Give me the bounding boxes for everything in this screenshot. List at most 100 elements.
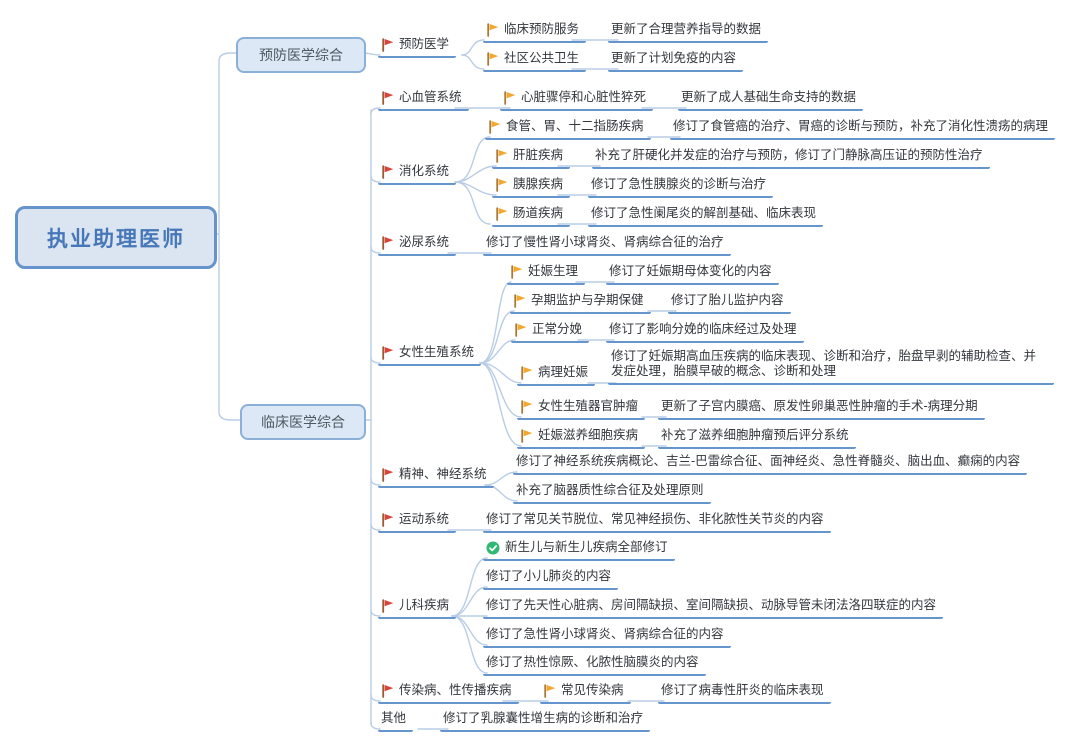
subtopic-label: 临床预防服务 [504,22,580,36]
detail-text: 修订了妊娠期母体变化的内容 [609,264,772,278]
topic-label: 儿科疾病 [399,598,450,612]
red-flag-icon [381,90,394,105]
yellow-flag-icon [495,148,508,163]
detail-delivery-process: 修订了影响分娩的临床经过及处理 [606,322,804,343]
topic-label: 预防医学 [399,37,450,51]
subtopic-pancreatic-disease: 胰腺疾病 [492,177,571,198]
detail-viral-hepatitis: 修订了病毒性肝炎的临床表现 [658,683,831,704]
subtopic-label: 妊娠滋养细胞疾病 [538,428,639,442]
red-flag-icon [381,467,394,482]
detail-endometrial-cancer: 更新了子宫内膜癌、原发性卵巢恶性肿瘤的手术-病理分期 [658,399,985,420]
detail-text: 修订了妊娠期高血压疾病的临床表现、诊断和治疗，胎盘早剥的辅助检查、并发症处理，胎… [611,349,1037,378]
detail-congenital-heart-disease: 修订了先天性心脏病、房间隔缺损、室间隔缺损、动脉导管未闭法洛四联症的内容 [483,598,944,619]
yellow-flag-icon [543,683,556,698]
subtopic-gestational-trophoblastic-disease: 妊娠滋养细胞疾病 [517,428,646,449]
detail-text: 更新了计划免疫的内容 [611,51,737,65]
subtopic-label: 食管、胃、十二指肠疾病 [506,119,644,133]
yellow-flag-icon [520,399,533,414]
subtopic-normal-delivery: 正常分娩 [511,322,590,343]
red-flag-icon [381,235,394,250]
detail-trophoblastic-scoring: 补充了滋养细胞肿瘤预后评分系统 [658,428,856,449]
topic-female-reproductive-system: 女性生殖系统 [378,345,482,366]
subtopic-label: 常见传染病 [561,683,624,697]
branch-label: 临床医学综合 [261,414,345,430]
detail-breast-cystic-hyperplasia: 修订了乳腺囊性增生病的诊断和治疗 [440,711,651,732]
topic-label: 女性生殖系统 [399,345,475,359]
subtopic-cardiac-arrest: 心脏骤停和心脏性猝死 [500,90,654,111]
subtopic-common-infectious-diseases: 常见传染病 [540,683,631,704]
topic-motor-system: 运动系统 [378,512,457,533]
subtopic-esophagus-stomach-duodenum: 食管、胃、十二指肠疾病 [485,119,651,140]
yellow-flag-icon [514,322,527,337]
subtopic-label: 肝脏疾病 [513,148,564,162]
detail-cirrhosis: 补充了肝硬化并发症的治疗与预防，修订了门静脉高压证的预防性治疗 [592,148,990,169]
detail-text: 更新了成人基础生命支持的数据 [681,90,857,104]
detail-text: 补充了肝硬化并发症的治疗与预防，修订了门静脉高压证的预防性治疗 [595,148,983,162]
detail-text: 修订了常见关节脱位、常见神经损伤、非化脓性关节炎的内容 [486,512,824,526]
detail-text: 更新了合理营养指导的数据 [611,22,762,36]
detail-pediatric-pneumonia: 修订了小儿肺炎的内容 [483,569,619,590]
detail-acute-pancreatitis: 修订了急性胰腺炎的诊断与治疗 [588,177,774,198]
detail-text: 修订了急性阑尾炎的解剖基础、临床表现 [591,206,817,220]
branch-clinical-medicine: 临床医学综合 [240,404,366,440]
detail-acute-glomerulonephritis: 修订了急性肾小球肾炎、肾病综合征的内容 [483,627,731,648]
subtopic-label: 病理妊娠 [538,365,589,379]
topic-pediatric-diseases: 儿科疾病 [378,598,457,619]
topic-label: 心血管系统 [399,90,462,104]
yellow-flag-icon [520,428,533,443]
detail-text: 修订了食管癌的治疗、胃癌的诊断与预防，补充了消化性溃疡的病理 [673,119,1049,133]
detail-text: 补充了滋养细胞肿瘤预后评分系统 [661,428,849,442]
topic-label: 传染病、性传播疾病 [399,683,512,697]
detail-text: 补充了脑器质性综合征及处理原则 [516,483,704,497]
yellow-flag-icon [510,264,523,279]
detail-esophageal-cancer: 修订了食管癌的治疗、胃癌的诊断与预防，补充了消化性溃疡的病理 [670,119,1056,140]
topic-label: 消化系统 [399,164,450,178]
detail-chronic-glomerulonephritis: 修订了慢性肾小球肾炎、肾病综合征的治疗 [483,235,731,256]
yellow-flag-icon [486,51,499,66]
detail-nervous-system-overview: 修订了神经系统疾病概论、吉兰-巴雷综合征、面神经炎、急性脊髓炎、脑出血、癫痫的内… [513,454,1028,475]
subtopic-label: 女性生殖器官肿瘤 [538,399,639,413]
topic-label: 精神、神经系统 [399,467,487,481]
subtopic-label: 胰腺疾病 [513,177,564,191]
root-label: 执业助理医师 [47,227,185,251]
detail-text: 修订了胎儿监护内容 [671,293,784,307]
subtopic-prenatal-care: 孕期监护与孕期保健 [510,293,651,314]
root-node: 执业助理医师 [15,206,217,269]
yellow-flag-icon [495,206,508,221]
subtopic-label: 孕期监护与孕期保健 [531,293,644,307]
detail-text: 修订了乳腺囊性增生病的诊断和治疗 [443,711,644,725]
detail-text: 修订了热性惊厥、化脓性脑膜炎的内容 [486,655,699,669]
branch-label: 预防医学综合 [259,47,343,63]
yellow-flag-icon [513,293,526,308]
detail-brain-organic-syndrome: 补充了脑器质性综合征及处理原则 [513,483,711,504]
detail-text: 修订了急性胰腺炎的诊断与治疗 [591,177,767,191]
topic-cardiovascular-system: 心血管系统 [378,90,469,111]
yellow-flag-icon [495,177,508,192]
subtopic-pregnancy-physiology: 妊娠生理 [507,264,586,285]
topic-psychiatric-neurologic-system: 精神、神经系统 [378,467,494,488]
green-check-icon [486,541,500,555]
yellow-flag-icon [488,119,501,134]
yellow-flag-icon [520,365,533,380]
yellow-flag-icon [503,90,516,105]
topic-label: 泌尿系统 [399,235,450,249]
detail-text: 新生儿与新生儿疾病全部修订 [505,540,668,554]
subtopic-liver-disease: 肝脏疾病 [492,148,571,169]
subtopic-label: 肠道疾病 [513,206,564,220]
detail-gestational-hypertension: 修订了妊娠期高血压疾病的临床表现、诊断和治疗，胎盘早剥的辅助检查、并发症处理，胎… [608,349,1054,385]
detail-maternal-changes: 修订了妊娠期母体变化的内容 [606,264,779,285]
subtopic-pathological-pregnancy: 病理妊娠 [517,365,596,386]
subtopic-label: 社区公共卫生 [504,51,580,65]
detail-text: 更新了子宫内膜癌、原发性卵巢恶性肿瘤的手术-病理分期 [661,399,978,413]
detail-text: 修订了慢性肾小球肾炎、肾病综合征的治疗 [486,235,724,249]
detail-text: 修订了小儿肺炎的内容 [486,569,612,583]
topic-urinary-system: 泌尿系统 [378,235,457,256]
topic-label: 其他 [381,711,407,725]
subtopic-community-public-health: 社区公共卫生 [483,51,587,72]
subtopic-label: 妊娠生理 [528,264,579,278]
topic-infectious-std: 传染病、性传播疾病 [378,683,519,704]
branch-preventive-medicine: 预防医学综合 [236,37,366,73]
yellow-flag-icon [486,22,499,37]
